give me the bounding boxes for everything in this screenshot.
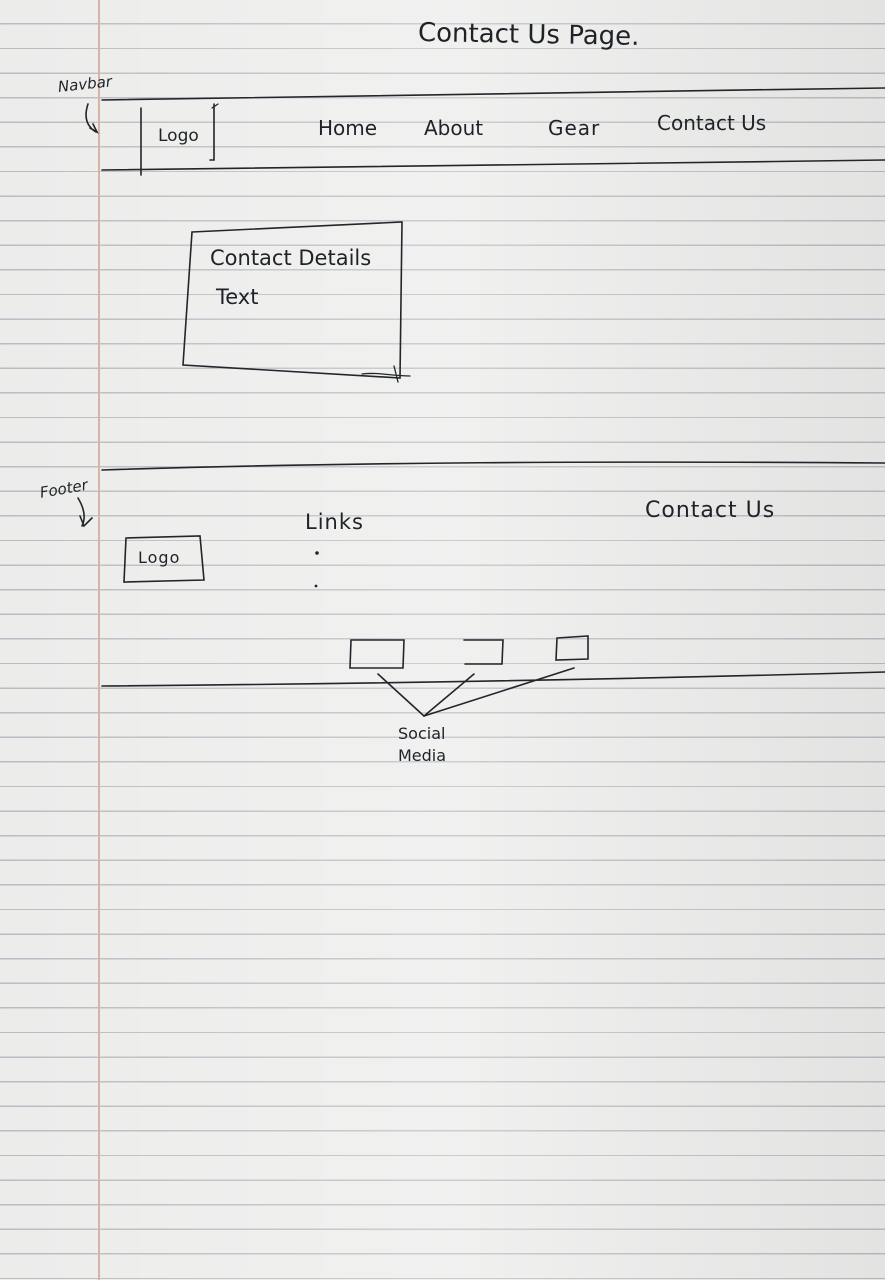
social-connector-2	[423, 673, 475, 717]
navbar-annotation-arrow	[85, 103, 99, 135]
social-box-1	[349, 639, 405, 669]
footer-top-line	[101, 461, 885, 471]
social-connector-3	[423, 667, 575, 717]
contact-details-text-line2: Text	[216, 285, 259, 309]
links-bullet-2	[314, 584, 318, 588]
nav-link-gear: Gear	[548, 116, 601, 140]
social-connector-1	[377, 673, 425, 717]
contact-details-text-line1: Contact Details	[210, 246, 372, 270]
navbar-logo: Logo	[158, 126, 199, 146]
footer-links-heading: Links	[305, 510, 364, 534]
footer-bottom-line	[101, 671, 885, 687]
navbar-top-line	[101, 87, 885, 101]
nav-link-about: About	[424, 116, 484, 140]
navbar-bottom-line	[101, 159, 885, 171]
social-box-3	[555, 635, 589, 661]
notebook-margin-line	[98, 0, 100, 1280]
footer-annotation-arrow	[77, 497, 93, 528]
social-media-label-line2: Media	[398, 746, 447, 765]
footer-contact-heading: Contact Us	[645, 498, 776, 523]
page-title: Contact Us Page.	[417, 18, 640, 52]
footer-annotation: Footer	[38, 475, 90, 502]
links-bullet-1	[315, 551, 319, 555]
nav-link-home: Home	[318, 116, 378, 140]
nav-link-contact-us: Contact Us	[657, 111, 767, 135]
footer-logo: Logo	[138, 548, 181, 567]
navbar-logo-right-bar	[209, 103, 215, 161]
social-media-label-line1: Social	[398, 724, 446, 743]
social-box-2	[463, 639, 504, 665]
navbar-annotation: Navbar	[57, 72, 113, 96]
